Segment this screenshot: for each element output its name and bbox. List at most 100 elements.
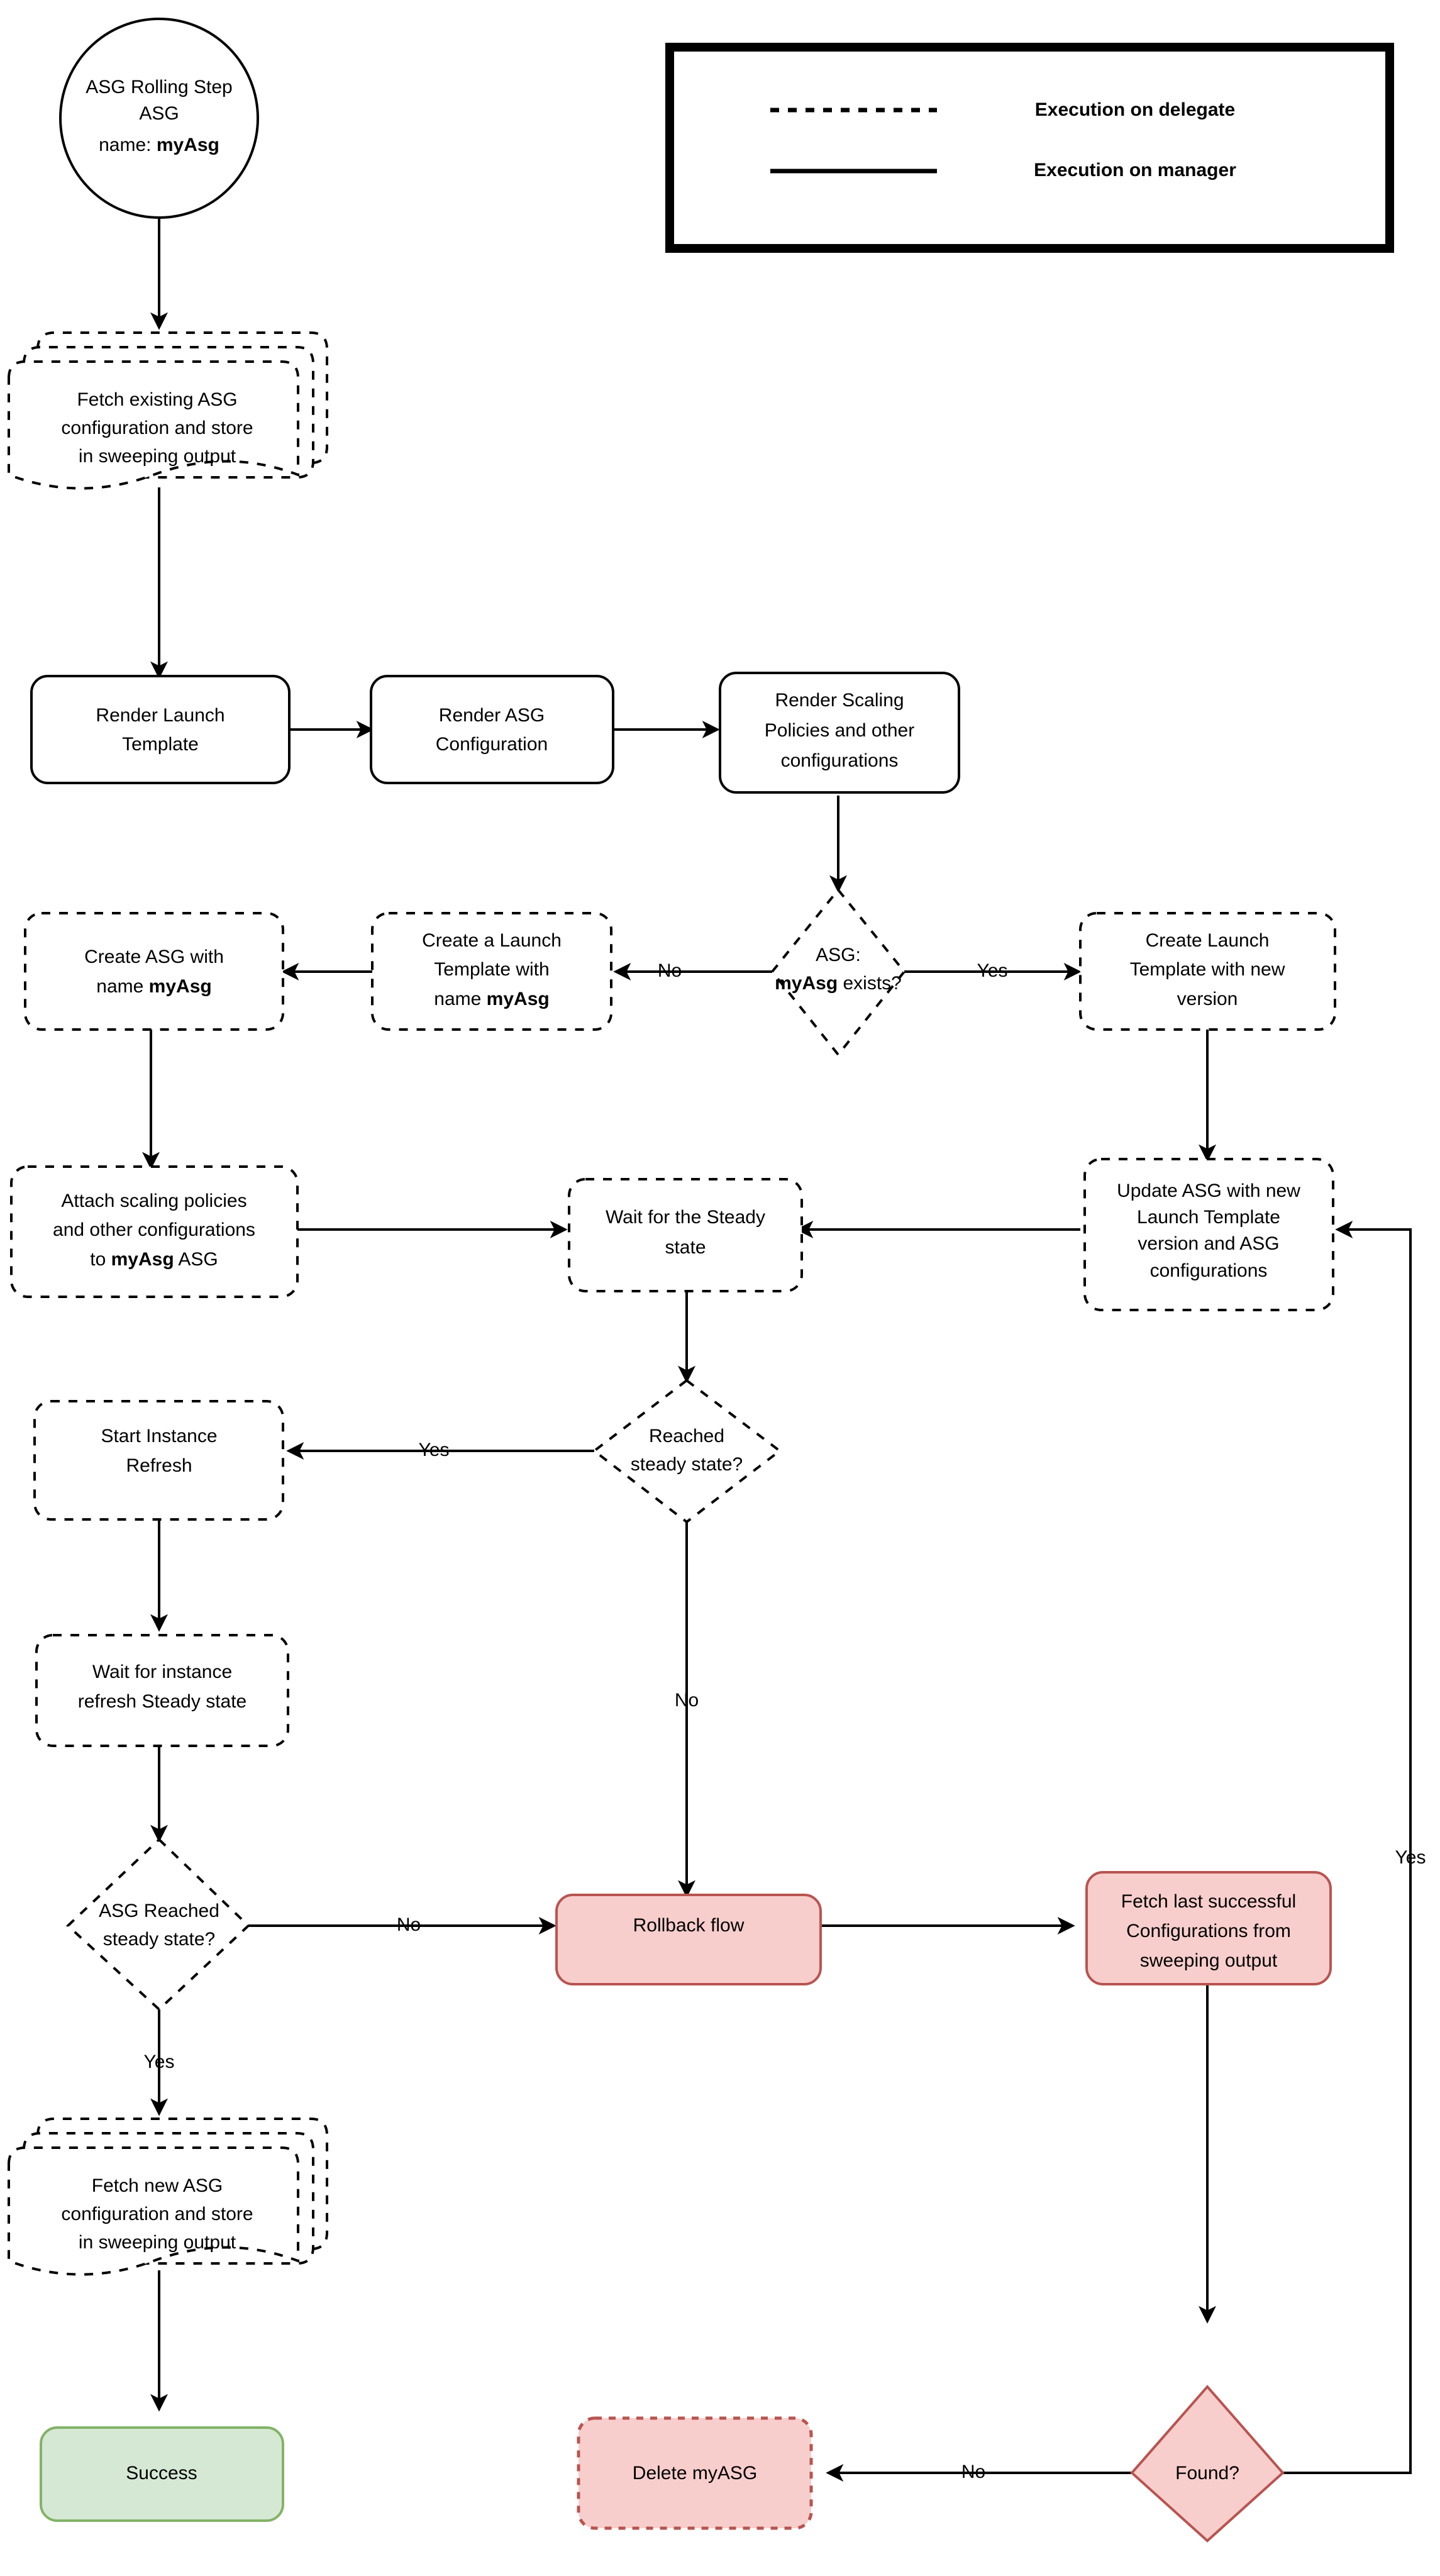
node-start[interactable]: ASG Rolling Step ASG name: myAsg	[59, 18, 259, 219]
fetch-last-line2: Configurations from	[1126, 1921, 1291, 1941]
attach-scaling-line2: and other configurations	[53, 1219, 255, 1240]
edge-label-asg-exists-no: No	[658, 960, 682, 981]
asg-exists-diamond[interactable]	[770, 887, 906, 1057]
render-scaling-line3: configurations	[781, 750, 899, 771]
create-asg-named-line2-bold: myAsg	[149, 976, 212, 997]
start-line1: ASG Rolling Step	[86, 77, 232, 97]
create-asg-named-line1: Create ASG with	[84, 947, 224, 967]
attach-scaling-rect[interactable]	[10, 1165, 299, 1298]
legend-label-delegate: Execution on delegate	[1035, 99, 1235, 120]
fetch-existing-document[interactable]	[8, 360, 299, 490]
start-line2: ASG	[139, 103, 179, 124]
asg-exists-line1: ASG:	[816, 945, 861, 965]
update-asg-line1: Update ASG with new	[1117, 1180, 1300, 1201]
fetch-new-asg-line2: configuration and store	[61, 2204, 253, 2224]
asg-reached-line2: steady state?	[103, 1929, 215, 1950]
fetch-last-line1: Fetch last successful	[1121, 1891, 1296, 1912]
node-create-launch-template-named[interactable]: Create a Launch Template with name myAsg	[371, 912, 612, 1031]
node-delete-myasg[interactable]: Delete myASG	[577, 2416, 813, 2530]
edge-label-reached-steady-yes: Yes	[419, 1440, 450, 1460]
node-fetch-new-asg[interactable]: Fetch new ASG configuration and store in…	[8, 2118, 328, 2276]
node-wait-instance-refresh[interactable]: Wait for instance refresh Steady state	[35, 1634, 289, 1747]
edge-label-found-yes: Yes	[1395, 1847, 1426, 1868]
node-render-scaling-policies[interactable]: Render Scaling Policies and other config…	[719, 672, 960, 794]
node-start-instance-refresh[interactable]: Start Instance Refresh	[33, 1400, 284, 1521]
render-scaling-line2: Policies and other	[765, 720, 914, 741]
node-render-asg-configuration[interactable]: Render ASG Configuration	[370, 675, 614, 784]
start-line3-bold: myAsg	[157, 135, 219, 155]
start-ellipse[interactable]	[59, 18, 259, 219]
rollback-flow-rect[interactable]	[555, 1894, 822, 1985]
asg-exists-line2: myAsg exists?	[775, 973, 902, 994]
edge-label-found-no: No	[961, 2462, 985, 2482]
fetch-new-asg-document[interactable]	[8, 2146, 299, 2276]
asg-exists-line2-bold: myAsg	[775, 973, 838, 994]
node-success[interactable]: Success	[40, 2426, 284, 2522]
create-lt-version-line3: version	[1177, 989, 1238, 1009]
edge-label-reached-steady-no: No	[675, 1690, 699, 1711]
create-lt-named-rect[interactable]	[371, 912, 612, 1031]
fetch-last-line3: sweeping output	[1140, 1950, 1278, 1971]
node-create-asg-named[interactable]: Create ASG with name myAsg	[24, 912, 284, 1031]
fetch-existing-line2: configuration and store	[61, 418, 253, 438]
start-line3: name: myAsg	[99, 135, 219, 155]
start-refresh-line1: Start Instance	[101, 1426, 217, 1446]
found-label: Found?	[1175, 2463, 1239, 2484]
reached-steady-line2: steady state?	[631, 1454, 743, 1475]
wait-steady-rect[interactable]	[568, 1178, 803, 1292]
node-asg-exists-decision[interactable]: ASG: myAsg exists?	[770, 887, 906, 1057]
edge-found-yes-loop	[1283, 1221, 1412, 2474]
rollback-flow-label: Rollback flow	[633, 1915, 745, 1936]
wait-refresh-rect[interactable]	[35, 1634, 289, 1747]
create-asg-named-line2-prefix: name	[96, 976, 148, 997]
success-rect[interactable]	[40, 2426, 284, 2522]
render-asg-rect[interactable]	[370, 675, 614, 784]
asg-reached-diamond[interactable]	[66, 1838, 250, 2011]
legend: Execution on delegate Execution on manag…	[665, 43, 1394, 253]
legend-border	[665, 43, 1394, 253]
fetch-last-rect[interactable]	[1085, 1871, 1332, 1985]
attach-scaling-line3-prefix: to	[90, 1249, 111, 1270]
node-fetch-last-successful[interactable]: Fetch last successful Configurations fro…	[1085, 1871, 1332, 1985]
create-lt-named-line2: Template with	[434, 959, 549, 980]
edge-label-asg-reached-no: No	[397, 1914, 421, 1935]
node-render-launch-template[interactable]: Render Launch Template	[30, 675, 291, 784]
wait-refresh-line1: Wait for instance	[92, 1662, 232, 1682]
fetch-existing-line1: Fetch existing ASG	[77, 389, 237, 410]
attach-scaling-line3: to myAsg ASG	[90, 1249, 218, 1270]
create-lt-version-line2: Template with new	[1130, 959, 1285, 980]
node-rollback-flow[interactable]: Rollback flow	[555, 1894, 822, 1985]
start-line3-prefix: name:	[99, 135, 157, 155]
edge-label-asg-reached-yes: Yes	[144, 2051, 175, 2072]
create-lt-version-rect[interactable]	[1079, 912, 1336, 1031]
render-scaling-rect[interactable]	[719, 672, 960, 794]
render-lt-rect[interactable]	[30, 675, 291, 784]
node-asg-reached-steady-decision[interactable]: ASG Reached steady state?	[66, 1838, 250, 2011]
node-found-decision[interactable]: Found?	[1130, 2384, 1285, 2543]
update-asg-rect[interactable]	[1083, 1158, 1334, 1311]
found-diamond[interactable]	[1130, 2384, 1285, 2543]
delete-myasg-rect[interactable]	[577, 2416, 813, 2530]
attach-scaling-line3-bold: myAsg	[111, 1249, 174, 1270]
asg-reached-line1: ASG Reached	[99, 1901, 219, 1921]
node-reached-steady-decision[interactable]: Reached steady state?	[592, 1379, 782, 1524]
render-lt-line1: Render Launch	[96, 705, 224, 726]
node-update-asg[interactable]: Update ASG with new Launch Template vers…	[1083, 1158, 1334, 1311]
fetch-existing-line3: in sweeping output	[79, 446, 236, 467]
create-lt-named-line3: name myAsg	[434, 989, 549, 1009]
edge-label-asg-exists-yes: Yes	[977, 960, 1008, 981]
start-refresh-rect[interactable]	[33, 1400, 284, 1521]
render-asg-line1: Render ASG	[439, 705, 545, 726]
node-wait-steady-state[interactable]: Wait for the Steady state	[568, 1178, 803, 1292]
node-attach-scaling-policies[interactable]: Attach scaling policies and other config…	[10, 1165, 299, 1298]
node-create-launch-template-version[interactable]: Create Launch Template with new version	[1079, 912, 1336, 1031]
create-asg-named-rect[interactable]	[24, 912, 284, 1031]
create-lt-named-line1: Create a Launch	[422, 930, 562, 951]
asg-exists-line2-rest: exists?	[838, 973, 902, 994]
wait-refresh-line2: refresh Steady state	[78, 1691, 246, 1712]
reached-steady-diamond[interactable]	[592, 1379, 782, 1524]
update-asg-line2: Launch Template	[1137, 1207, 1280, 1228]
node-fetch-existing[interactable]: Fetch existing ASG configuration and sto…	[8, 331, 328, 490]
